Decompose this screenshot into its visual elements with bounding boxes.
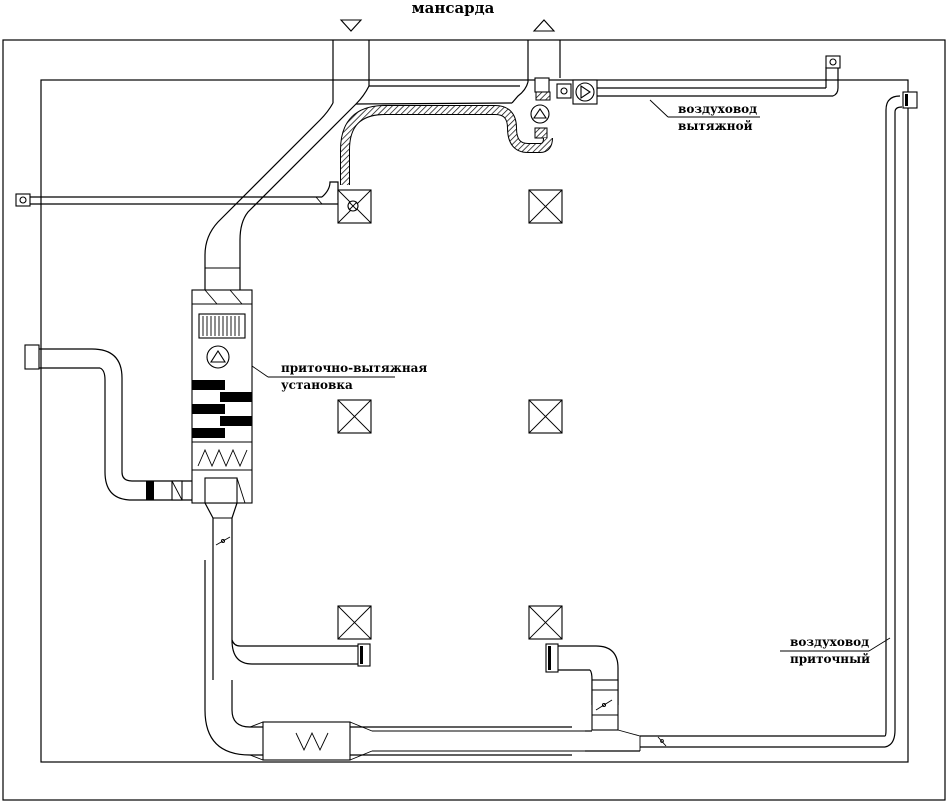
supply-label-line1: воздуховод (790, 635, 869, 649)
supply-duct-label: воздуховод приточный (780, 635, 891, 666)
trunk-duct (204, 39, 520, 290)
air-handling-unit (191, 289, 253, 504)
supply-trunk (204, 502, 585, 761)
ceiling-diffuser-6 (528, 605, 563, 640)
exhaust-grille (347, 200, 359, 212)
exhaust-duct-left (15, 181, 339, 207)
exhaust-duct-label: воздуховод вытяжной (649, 99, 760, 133)
ceiling-diffuser-3 (337, 399, 372, 434)
intake-duct-left (24, 344, 192, 501)
roof-intake-marker-icon (532, 19, 556, 32)
exhaust-label-line1: воздуховод (678, 102, 757, 116)
unit-label: приточно-вытяжная установка (251, 361, 427, 392)
insulated-flex-duct (340, 105, 553, 185)
ceiling-diffuser-5 (337, 605, 372, 640)
building-outline (2, 39, 946, 801)
exhaust-label-line2: вытяжной (678, 119, 753, 133)
unit-label-line2: установка (281, 378, 353, 392)
filter-icon (198, 313, 246, 339)
ceiling-diffuser-2 (528, 189, 563, 224)
page-title: мансарда (412, 0, 495, 17)
exhaust-riser (511, 39, 561, 139)
ceiling-diffusers (337, 189, 563, 640)
unit-label-line1: приточно-вытяжная (281, 361, 427, 375)
supply-label-line2: приточный (790, 652, 870, 666)
exhaust-duct-right (556, 55, 841, 105)
roof-exhaust-marker-icon (339, 19, 363, 32)
supply-branch-right (545, 91, 918, 752)
ceiling-diffuser-4 (528, 399, 563, 434)
